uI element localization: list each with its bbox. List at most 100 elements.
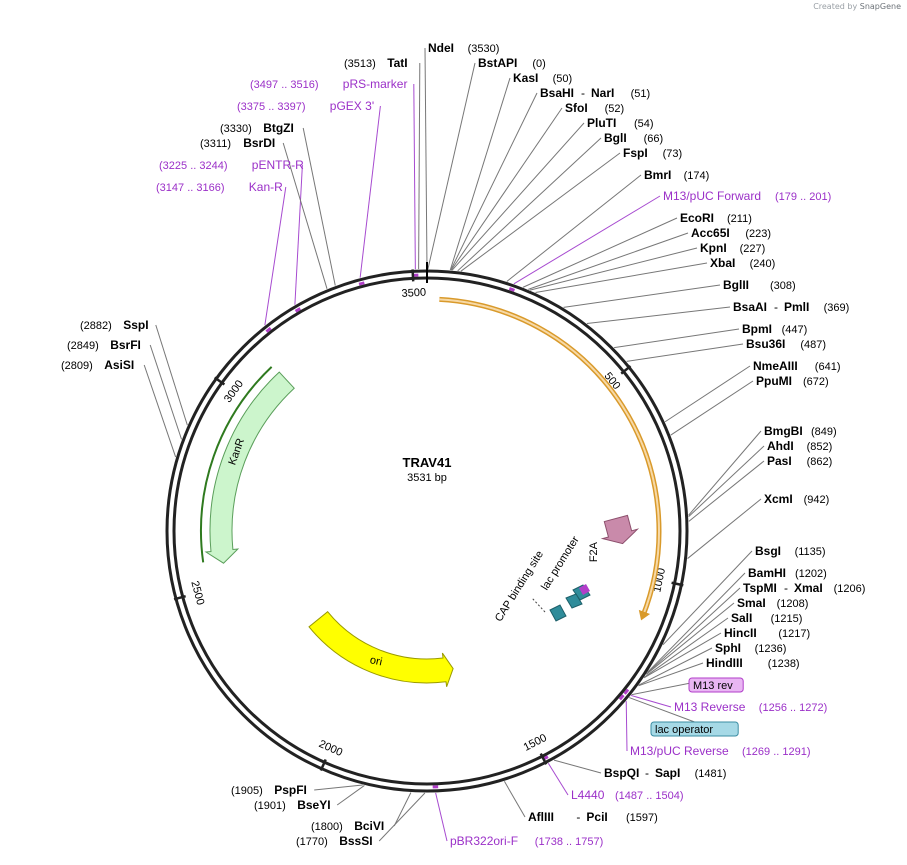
- site-pbr322ori-f[interactable]: pBR322ori-F(1738 .. 1757): [450, 834, 603, 848]
- leader-line: [687, 498, 762, 559]
- site-m13-puc-reverse[interactable]: M13/pUC Reverse(1269 .. 1291): [630, 744, 811, 758]
- site-prs-marker[interactable]: (3497 .. 3516)pRS-marker: [250, 77, 407, 91]
- primer-mark: [508, 287, 515, 292]
- leader-line: [629, 697, 695, 723]
- site-name: BseYI: [297, 798, 330, 812]
- site-name: AhdI: [767, 439, 794, 453]
- ori-label: ori: [369, 654, 383, 668]
- site-ppumi[interactable]: PpuMI(672): [756, 374, 829, 388]
- site-bseyi[interactable]: (1901) BseYI: [254, 798, 331, 812]
- site-sspi[interactable]: (2882)SspI: [80, 318, 149, 332]
- site-name: NdeI: [428, 41, 454, 55]
- site-bsu36i[interactable]: Bsu36I(487): [746, 337, 826, 351]
- site-bcivi[interactable]: (1800)BciVI: [311, 819, 384, 833]
- site-l4440[interactable]: L4440(1487 .. 1504): [571, 788, 684, 802]
- site-position: (1901): [254, 800, 286, 812]
- site-xcmi[interactable]: XcmI(942): [764, 492, 829, 506]
- site-position: (3530): [468, 43, 500, 55]
- leader-line: [336, 785, 365, 806]
- site-xbai[interactable]: XbaI(240): [710, 256, 775, 270]
- site-sfoi[interactable]: SfoI(52): [565, 101, 624, 115]
- site-pluti[interactable]: PluTI(54): [587, 116, 654, 130]
- site-name: BssSI: [339, 834, 372, 848]
- site-bsrfi[interactable]: (2849)BsrFI: [67, 338, 141, 352]
- site-bsgi[interactable]: BsgI(1135): [755, 544, 826, 558]
- leader-line: [294, 164, 303, 305]
- leader-line: [378, 792, 426, 842]
- site-position: (1256 .. 1272): [759, 702, 828, 714]
- leader-line: [302, 127, 336, 286]
- site-name: FspI: [623, 146, 648, 160]
- site-name: BstAPI: [478, 56, 517, 70]
- site-nmeaiii[interactable]: NmeAIII(641): [753, 359, 840, 373]
- site-name: pGEX 3': [330, 99, 374, 113]
- site-name: NmeAIII: [753, 359, 798, 373]
- leader-line: [418, 62, 421, 270]
- site-bsahi[interactable]: BsaHI-NarI(51): [540, 86, 650, 100]
- site-pspfi[interactable]: (1905)PspFI: [231, 783, 307, 797]
- site-bmri[interactable]: BmrI(174): [644, 168, 709, 182]
- leader-line: [457, 137, 602, 272]
- site-name: XcmI: [764, 492, 793, 506]
- site-kan-r[interactable]: (3147 .. 3166)Kan-R: [156, 180, 283, 194]
- site-bspqi[interactable]: BspQI-SapI(1481): [604, 766, 726, 780]
- site-asisi[interactable]: (2809)AsiSI: [61, 358, 134, 372]
- site-afliii[interactable]: AflIII-PciI(1597): [528, 810, 658, 824]
- site-m13-reverse[interactable]: M13 Reverse(1256 .. 1272): [674, 700, 827, 714]
- site-name: pRS-marker: [343, 77, 408, 91]
- site-pgex-3[interactable]: (3375 .. 3397)pGEX 3': [237, 99, 374, 113]
- site-sali[interactable]: SalI(1215): [731, 611, 802, 625]
- site-position: (862): [807, 456, 833, 468]
- site-name: EcoRI: [680, 211, 714, 225]
- site-smai[interactable]: SmaI(1208): [737, 596, 808, 610]
- site-m13-rev[interactable]: M13 rev: [688, 677, 744, 693]
- leader-line: [553, 759, 602, 774]
- site-lac-operator[interactable]: lac operator: [650, 721, 739, 737]
- site-bglii[interactable]: BglII(308): [723, 278, 796, 292]
- site-bgli[interactable]: BglI(66): [604, 131, 663, 145]
- primer-mark: [623, 688, 630, 695]
- site-bsssi[interactable]: (1770)BssSI: [296, 834, 373, 848]
- site-bamhi[interactable]: BamHI(1202): [748, 566, 827, 580]
- site-position: (179 .. 201): [775, 191, 831, 203]
- leader-line: [264, 186, 287, 326]
- site-name: L4440: [571, 788, 605, 802]
- site-position: (487): [800, 339, 826, 351]
- site-name-2: SapI: [655, 766, 680, 780]
- site-name: SphI: [715, 641, 741, 655]
- site-fspi[interactable]: FspI(73): [623, 146, 682, 160]
- site-acc65i[interactable]: Acc65I(223): [691, 226, 771, 240]
- site-kpni[interactable]: KpnI(227): [700, 241, 765, 255]
- site-bpmi[interactable]: BpmI(447): [742, 322, 807, 336]
- site-pentr-r[interactable]: (3225 .. 3244)pENTR-R: [159, 158, 304, 172]
- f2a-arrowhead: [638, 609, 651, 621]
- leader-line: [451, 122, 585, 271]
- site-bsaai[interactable]: BsaAI-PmlI(369): [733, 300, 849, 314]
- tick-label: 1500: [522, 732, 549, 754]
- ori-arrow: [308, 610, 454, 687]
- site-name: HincII: [724, 626, 757, 640]
- site-ndei[interactable]: NdeI (3530): [428, 41, 499, 55]
- site-ecori[interactable]: EcoRI(211): [680, 211, 752, 225]
- leader-line: [503, 781, 526, 818]
- leader-line: [664, 365, 751, 423]
- site-m13-puc-forward[interactable]: M13/pUC Forward(179 .. 201): [663, 189, 831, 203]
- site-sphi[interactable]: SphI(1236): [715, 641, 786, 655]
- tick-label: 2000: [317, 738, 344, 759]
- site-hincii[interactable]: HincII(1217): [724, 626, 810, 640]
- cap-binding-block: [549, 604, 567, 622]
- site-hindiii[interactable]: HindIII(1238): [706, 656, 800, 670]
- site-tati[interactable]: (3513)TatI: [344, 56, 408, 70]
- site-bstapi[interactable]: BstAPI(0): [478, 56, 546, 70]
- site-ahdi[interactable]: AhdI(852): [767, 439, 832, 453]
- site-pasi[interactable]: PasI(862): [767, 454, 832, 468]
- site-name-2: NarI: [591, 86, 614, 100]
- site-position: (1135): [795, 546, 826, 558]
- site-name-2: PmlI: [784, 300, 809, 314]
- site-bmgbi[interactable]: BmgBI(849): [764, 424, 837, 438]
- site-tspmi[interactable]: TspMI-XmaI(1206): [743, 581, 865, 595]
- leader-line: [563, 284, 721, 308]
- site-bsrdi[interactable]: (3311)BsrDI: [200, 136, 275, 150]
- site-kasi[interactable]: KasI(50): [513, 71, 572, 85]
- site-btgzi[interactable]: (3330)BtgZI: [220, 121, 294, 135]
